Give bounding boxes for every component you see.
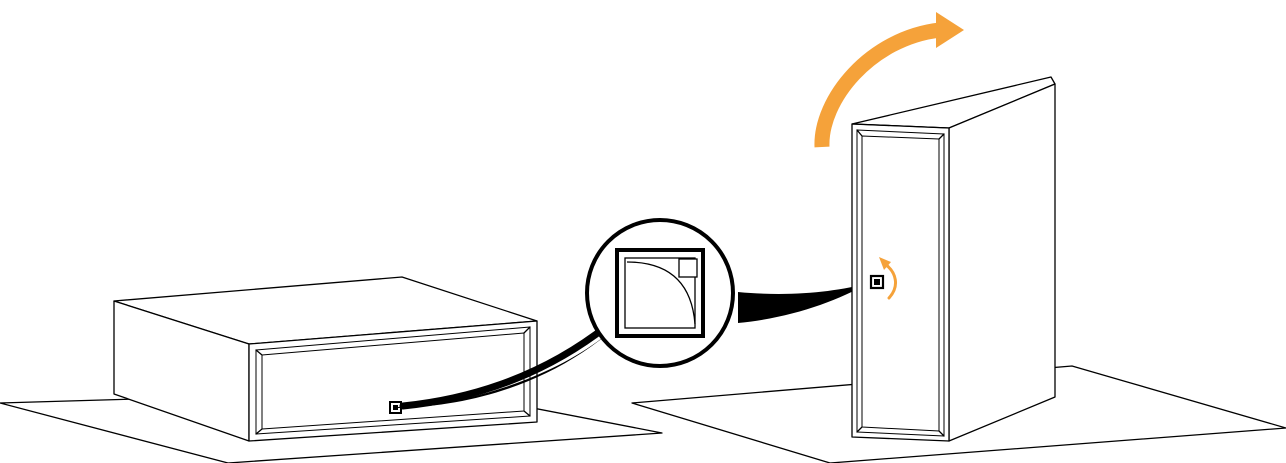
horizontal-unit [113,276,538,442]
curved-arrow-icon [814,12,964,148]
tower-unit [851,76,1056,442]
rotate-knob-arrow-icon [879,257,897,300]
magnifier-callout [398,218,869,410]
knob-right [869,274,885,290]
